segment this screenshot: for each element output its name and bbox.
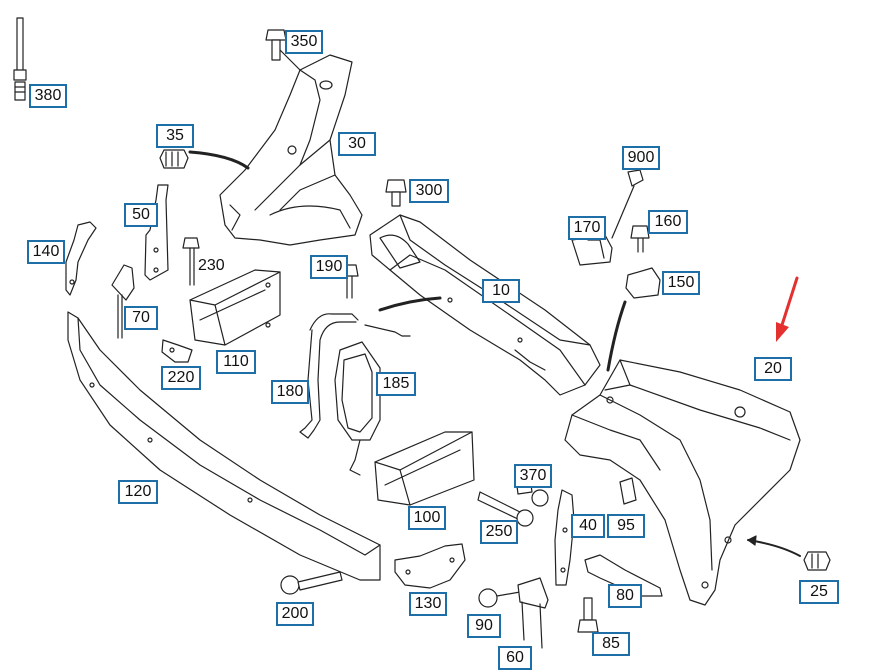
part-120-bumper-beam xyxy=(67,311,381,581)
part-10-cross-member xyxy=(369,214,601,396)
part-185-sensor xyxy=(334,341,381,441)
callout-380[interactable]: 380 xyxy=(29,84,67,108)
callout-140[interactable]: 140 xyxy=(27,240,65,264)
part-140-bracket xyxy=(65,221,97,296)
callout-100[interactable]: 100 xyxy=(408,506,446,530)
part-170-clip xyxy=(571,234,613,266)
part-900-clip xyxy=(611,169,644,239)
callout-190[interactable]: 190 xyxy=(310,255,348,279)
callout-10[interactable]: 10 xyxy=(482,279,520,303)
callout-90[interactable]: 90 xyxy=(467,614,501,638)
part-85-bolt xyxy=(577,597,599,633)
callout-150[interactable]: 150 xyxy=(662,271,700,295)
callout-350[interactable]: 350 xyxy=(285,30,323,54)
callout-20[interactable]: 20 xyxy=(754,357,792,381)
callout-50[interactable]: 50 xyxy=(124,203,158,227)
part-90-bolt xyxy=(478,577,549,649)
part-230-bolt xyxy=(182,237,200,286)
part-110-crash-box xyxy=(189,269,281,346)
callout-200[interactable]: 200 xyxy=(276,602,314,626)
callout-900[interactable]: 900 xyxy=(622,146,660,170)
part-35-grommet xyxy=(159,149,250,170)
callout-110[interactable]: 110 xyxy=(216,350,256,374)
callout-170[interactable]: 170 xyxy=(568,216,606,240)
callout-160[interactable]: 160 xyxy=(648,210,688,234)
callout-85[interactable]: 85 xyxy=(592,632,630,656)
part-30-support-bracket xyxy=(219,54,363,246)
part-25-grommet xyxy=(747,535,831,571)
part-220-plate xyxy=(161,339,193,363)
callout-60[interactable]: 60 xyxy=(498,646,532,670)
part-50-bracket xyxy=(144,184,169,281)
red-pointer-arrow-icon xyxy=(776,276,799,342)
callout-220[interactable]: 220 xyxy=(161,366,201,390)
callout-70[interactable]: 70 xyxy=(124,306,158,330)
part-40-bracket xyxy=(554,489,575,586)
part-130-bracket xyxy=(394,543,466,589)
part-250-bolt xyxy=(477,489,549,527)
part-100-crash-box xyxy=(374,431,475,506)
callout-180[interactable]: 180 xyxy=(271,380,309,404)
callout-130[interactable]: 130 xyxy=(409,592,447,616)
part-20-front-carrier xyxy=(564,359,801,606)
label-230[interactable]: 230 xyxy=(198,257,225,274)
callout-80[interactable]: 80 xyxy=(608,584,642,608)
part-380-bolt xyxy=(13,17,27,101)
part-150-clip xyxy=(606,267,661,372)
part-80-bracket xyxy=(584,554,663,597)
part-180-wiring xyxy=(299,313,411,476)
callout-300[interactable]: 300 xyxy=(409,179,449,203)
callout-30[interactable]: 30 xyxy=(338,132,376,156)
part-200-bolt xyxy=(280,571,343,595)
callout-250[interactable]: 250 xyxy=(480,520,518,544)
callout-25[interactable]: 25 xyxy=(799,580,839,604)
part-70-bracket xyxy=(111,264,135,339)
callout-370[interactable]: 370 xyxy=(514,464,552,488)
part-300-bolt xyxy=(385,179,407,207)
callout-35[interactable]: 35 xyxy=(156,124,194,148)
callout-120[interactable]: 120 xyxy=(118,480,158,504)
callout-185[interactable]: 185 xyxy=(376,372,416,396)
part-160-bolt xyxy=(630,225,650,253)
callout-40[interactable]: 40 xyxy=(571,514,605,538)
callout-95[interactable]: 95 xyxy=(607,514,645,538)
